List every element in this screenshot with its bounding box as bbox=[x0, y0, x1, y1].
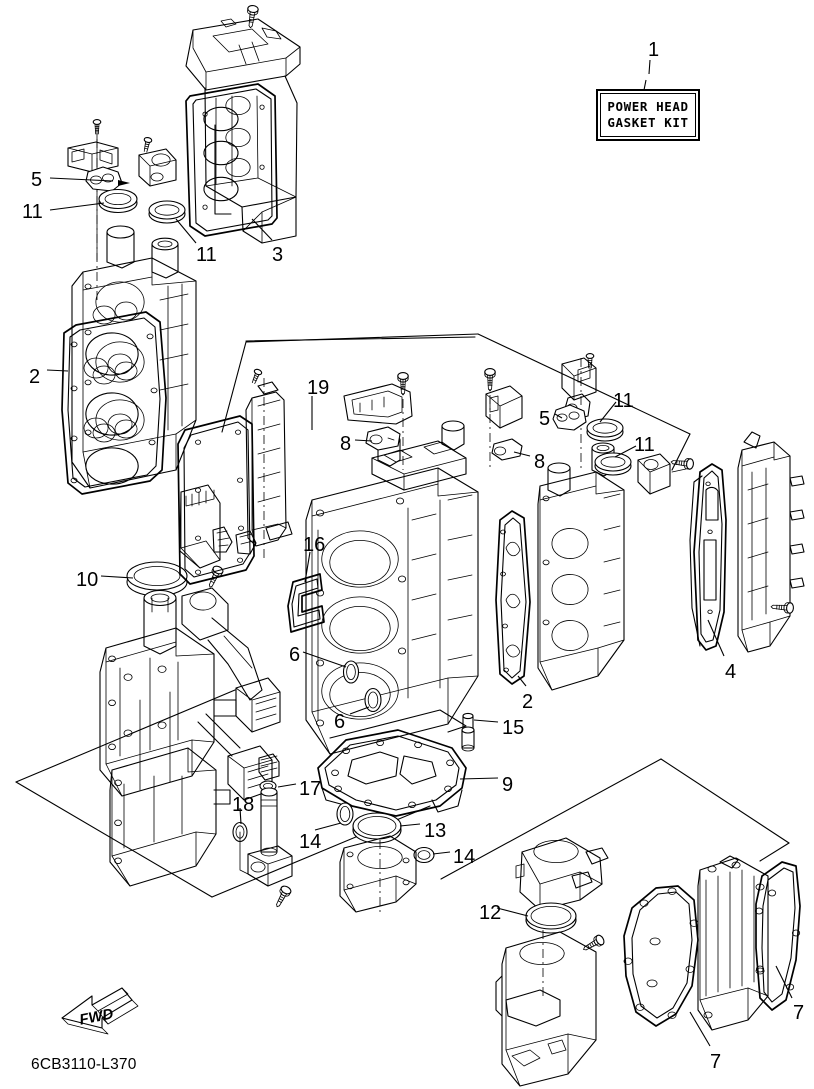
callout-9-oil-pan-gasket: 9 bbox=[502, 774, 514, 796]
callout-1-gasket-kit: 1 bbox=[648, 39, 660, 61]
oil-filter-assembly bbox=[179, 484, 257, 590]
callout-10-oil-seal: 10 bbox=[76, 569, 99, 591]
o-ring-14-right bbox=[413, 846, 435, 864]
callout-7-intake-manifold-gasket: 7 bbox=[710, 1051, 722, 1073]
callout-11-o-ring: 11 bbox=[22, 201, 43, 223]
callout-11-o-ring: 11 bbox=[634, 434, 655, 456]
thermostat-parts-right bbox=[484, 353, 695, 495]
o-ring-11-right-upper bbox=[586, 418, 624, 442]
kit-label-line-1: POWER HEAD bbox=[607, 99, 689, 115]
cylinder-head-gasket-2-right bbox=[495, 510, 531, 685]
callout-15-dowel: 15 bbox=[502, 717, 525, 739]
oil-seal-10 bbox=[126, 561, 188, 597]
exhaust-cover-far-right bbox=[737, 431, 805, 653]
callout-7-intake-manifold-gasket: 7 bbox=[793, 1002, 805, 1024]
throttle-body-assembly bbox=[495, 837, 609, 1087]
o-ring-11-right bbox=[148, 200, 186, 224]
callout-12-o-ring: 12 bbox=[479, 902, 502, 924]
gasket-8-center bbox=[343, 372, 413, 470]
cylinder-head-right bbox=[537, 442, 625, 691]
oil-pickup-assembly bbox=[232, 753, 293, 910]
callout-14-o-ring: 14 bbox=[453, 846, 476, 868]
cylinder-head-left-assembly bbox=[71, 225, 197, 489]
intake-manifold-gasket-7-front bbox=[580, 885, 699, 1027]
o-ring-6-lower bbox=[364, 687, 382, 713]
callout-14-o-ring: 14 bbox=[299, 831, 322, 853]
callout-5-thermostat-gasket: 5 bbox=[539, 408, 551, 430]
power-head-gasket-kit-label: POWER HEAD GASKET KIT bbox=[596, 89, 700, 141]
callout-19-exhaust-cover-gasket: 19 bbox=[307, 377, 330, 399]
callout-13-o-ring: 13 bbox=[424, 820, 447, 842]
callout-5-thermostat-gasket: 5 bbox=[31, 169, 43, 191]
callout-11-o-ring: 11 bbox=[196, 244, 217, 266]
o-ring-12 bbox=[525, 902, 577, 934]
o-ring-11-left bbox=[98, 188, 138, 214]
o-ring-6-upper bbox=[342, 660, 360, 684]
callout-17-o-ring: 17 bbox=[299, 778, 322, 800]
cylinder-head-cover-assembly bbox=[185, 4, 301, 244]
exhaust-inner-cover-gasket-19 bbox=[177, 415, 255, 585]
callout-2-cylinder-head-gasket: 2 bbox=[29, 366, 41, 388]
fwd-arrow-shape bbox=[61, 987, 139, 1035]
cylinder-head-gasket-2-left bbox=[61, 311, 167, 495]
thermostat-parts-upper-left bbox=[67, 119, 186, 300]
drawing-number: 6CB3110-L370 bbox=[31, 1056, 137, 1073]
o-ring-14-left bbox=[336, 802, 354, 826]
callout-8-gasket: 8 bbox=[340, 433, 352, 455]
powerhead-block-lower-left bbox=[99, 587, 281, 887]
exhaust-inner-cover-plate bbox=[245, 367, 293, 560]
callout-6-o-ring: 6 bbox=[289, 644, 301, 666]
intake-manifold-right bbox=[697, 855, 769, 1031]
callout-11-o-ring: 11 bbox=[613, 390, 634, 412]
exhaust-cover-gasket-4 bbox=[689, 463, 727, 651]
cylinder-sleeve-block bbox=[339, 835, 417, 913]
callout-18-o-ring: 18 bbox=[232, 794, 255, 816]
callout-8-gasket: 8 bbox=[534, 451, 546, 473]
leader-lines bbox=[46, 59, 793, 1047]
intake-manifold-gasket-7-rear bbox=[755, 861, 801, 1011]
kit-label-line-2: GASKET KIT bbox=[607, 114, 689, 130]
callout-4-exhaust-manifold-gasket: 4 bbox=[725, 661, 737, 683]
callout-6-o-ring: 6 bbox=[334, 711, 346, 733]
dowel-15 bbox=[461, 712, 475, 752]
cylinder-head-cover-gasket-3 bbox=[185, 83, 278, 237]
oil-pan-gasket-9 bbox=[317, 729, 467, 817]
crankcase-block-center bbox=[305, 420, 479, 755]
callout-3-cylinder-head-cover-gasket: 3 bbox=[272, 244, 284, 266]
callout-2-cylinder-head-gasket: 2 bbox=[522, 691, 534, 713]
o-ring-11-right-lower bbox=[594, 452, 632, 476]
callout-16-seal: 16 bbox=[303, 534, 326, 556]
